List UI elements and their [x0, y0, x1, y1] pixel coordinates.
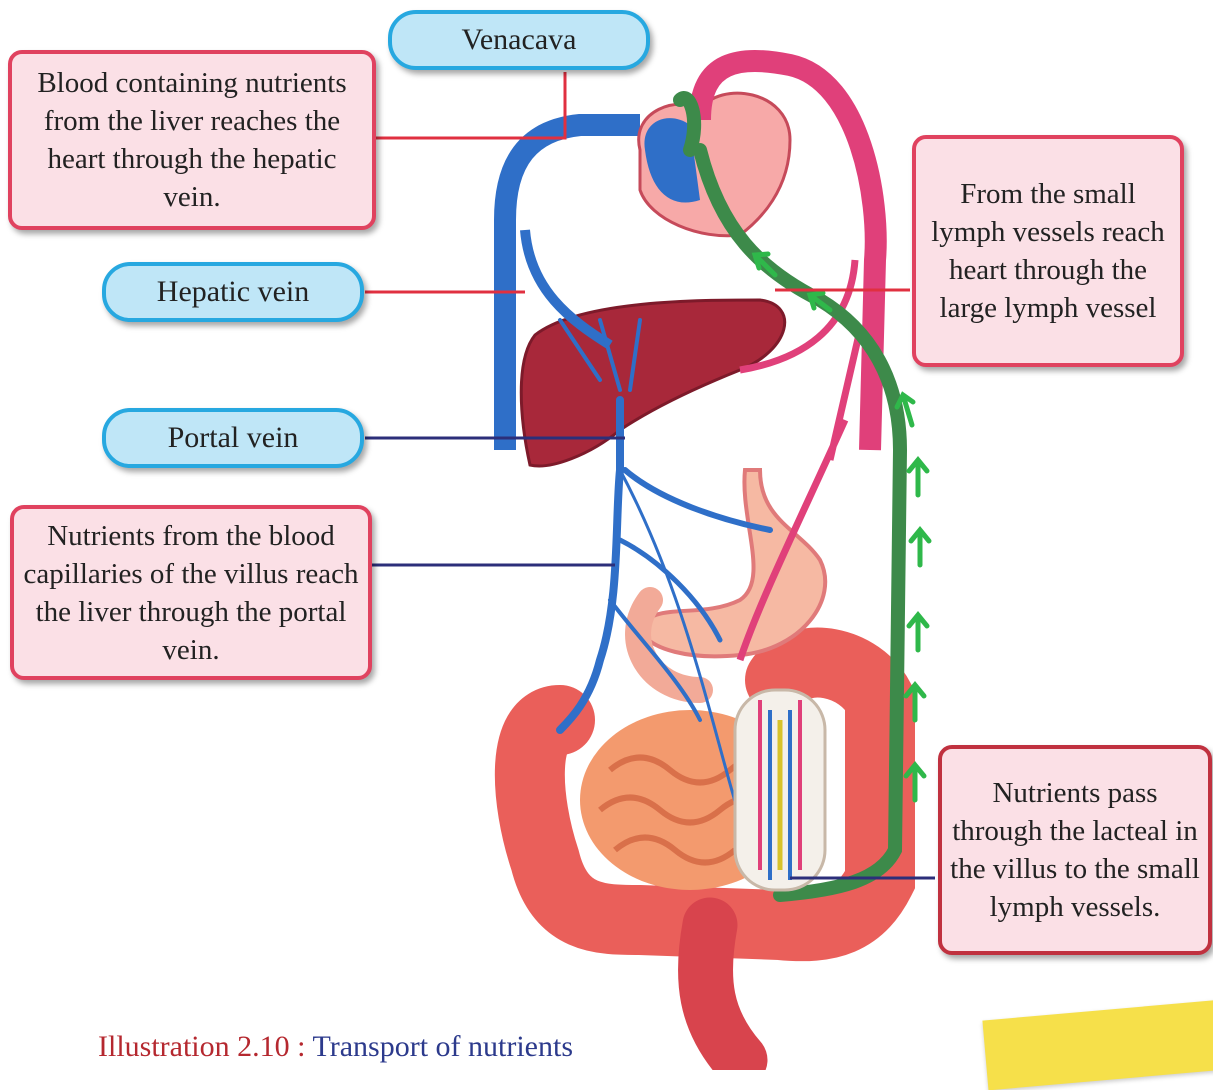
portal-note-box: Nutrients from the blood capillaries of … — [10, 505, 372, 680]
figure-caption: Illustration 2.10 : Transport of nutrien… — [98, 1030, 573, 1064]
hepatic-vein-label: Hepatic vein — [102, 262, 364, 322]
heart — [639, 93, 790, 236]
lymph-note-text: From the small lymph vessels reach heart… — [924, 175, 1172, 327]
hepatic-vein-text: Hepatic vein — [157, 275, 309, 309]
portal-vein-text: Portal vein — [168, 421, 299, 455]
hepatic-note-box: Blood containing nutrients from the live… — [8, 50, 376, 230]
caption-number: Illustration 2.10 : — [98, 1030, 312, 1063]
lymph-note-box: From the small lymph vessels reach heart… — [912, 135, 1184, 367]
villus — [735, 690, 825, 890]
lacteal-note-text: Nutrients pass through the lacteal in th… — [950, 774, 1200, 926]
hepatic-note-text: Blood containing nutrients from the live… — [20, 64, 364, 216]
portal-vein-label: Portal vein — [102, 408, 364, 468]
liver — [521, 300, 784, 466]
portal-note-text: Nutrients from the blood capillaries of … — [22, 517, 360, 669]
venacava-text: Venacava — [462, 23, 577, 57]
caption-title: Transport of nutrients — [312, 1030, 573, 1063]
lacteal-note-box: Nutrients pass through the lacteal in th… — [938, 745, 1212, 955]
venacava-label: Venacava — [388, 10, 650, 70]
